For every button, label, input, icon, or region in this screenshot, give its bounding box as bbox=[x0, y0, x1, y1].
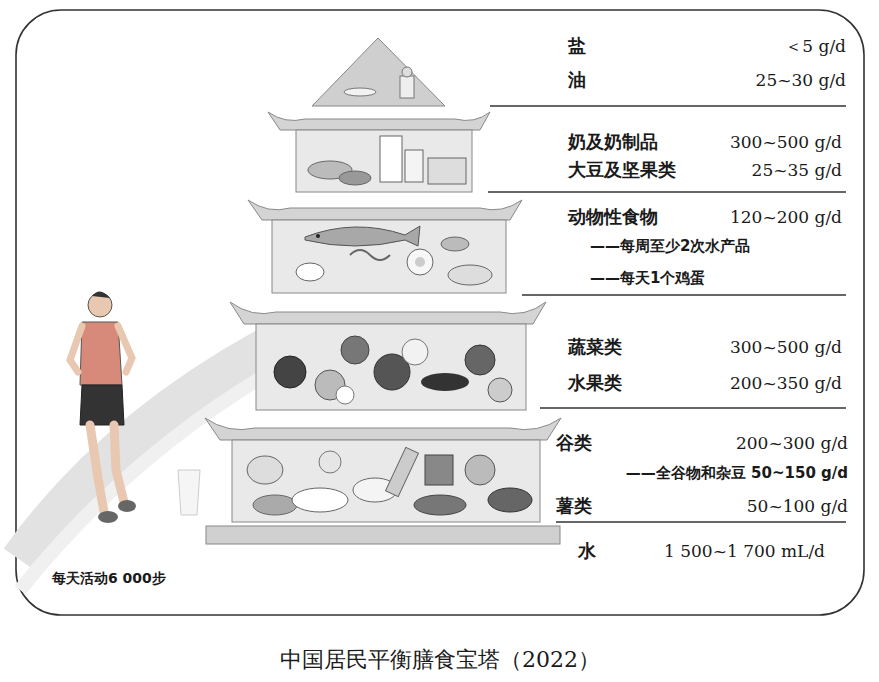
amount-label: 200~350 g/d bbox=[730, 373, 842, 393]
food-label: 水 bbox=[578, 540, 596, 562]
frame bbox=[16, 10, 864, 615]
food-label: 蔬菜类 bbox=[568, 336, 622, 358]
food-label: 油 bbox=[568, 69, 586, 91]
food-label: 大豆及坚果类 bbox=[568, 159, 676, 181]
caption: 中国居民平衡膳食宝塔（2022） bbox=[280, 647, 600, 673]
food-label: 奶及奶制品 bbox=[568, 131, 658, 153]
food-label: 薯类 bbox=[556, 495, 592, 517]
food-label: 盐 bbox=[568, 35, 586, 57]
amount-label: 25~30 g/d bbox=[756, 70, 846, 90]
roof bbox=[312, 38, 445, 106]
note-label: ——每天1个鸡蛋 bbox=[590, 269, 705, 287]
food-label: 动物性食物 bbox=[568, 206, 658, 228]
note-label: ——全谷物和杂豆 50~150 g/d bbox=[626, 464, 848, 482]
amount-label: 1 500~1 700 mL/d bbox=[664, 541, 825, 561]
note-label: ——每周至少2次水产品 bbox=[590, 237, 750, 255]
amount-label: 200~300 g/d bbox=[736, 433, 848, 453]
food-label: 水果类 bbox=[568, 372, 622, 394]
amount-label: 50~100 g/d bbox=[747, 496, 848, 516]
amount-label: 300~500 g/d bbox=[730, 132, 842, 152]
amount-label: 25~35 g/d bbox=[752, 160, 842, 180]
activity-label: 每天活动6 000步 bbox=[52, 570, 166, 587]
food-label: 谷类 bbox=[556, 432, 592, 454]
amount-label: 120~200 g/d bbox=[730, 207, 842, 227]
amount-label: ＜5 g/d bbox=[785, 36, 846, 56]
amount-label: 300~500 g/d bbox=[730, 337, 842, 357]
runner-figure bbox=[70, 291, 136, 523]
separator-lines bbox=[488, 106, 846, 522]
